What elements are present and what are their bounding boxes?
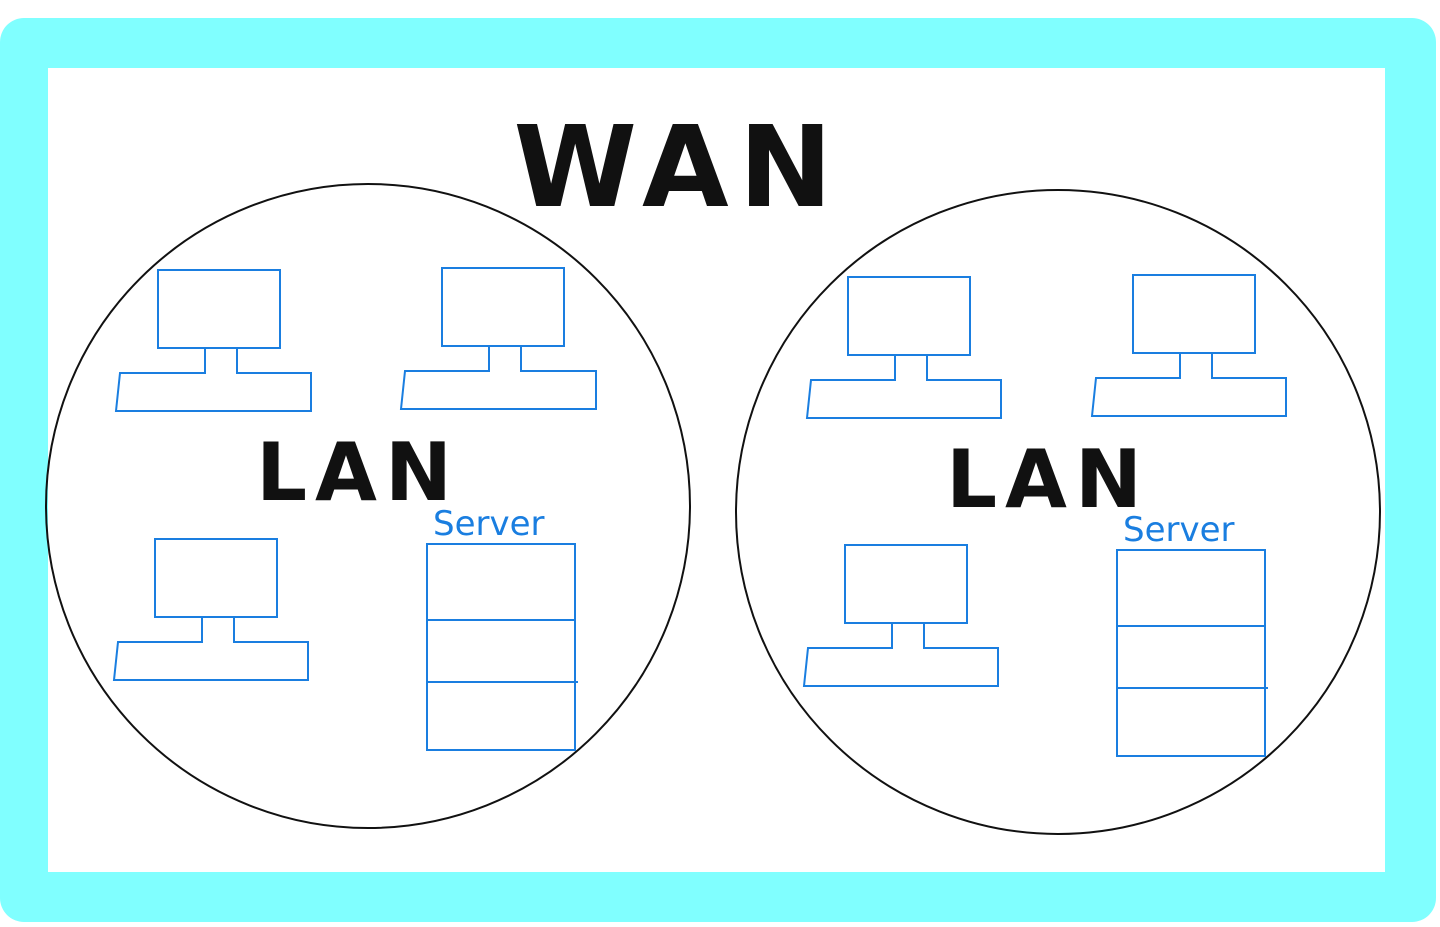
- wan-title: WAN: [514, 103, 843, 233]
- computer-icon: [805, 276, 1002, 419]
- lan-network-right: LAN Server: [735, 189, 1381, 835]
- inner-canvas: [48, 68, 1385, 872]
- computer-icon: [112, 538, 309, 681]
- lan-label: LAN: [946, 433, 1150, 526]
- server-label: Server: [433, 504, 545, 544]
- computer-icon: [399, 267, 597, 410]
- computer-icon: [802, 544, 999, 687]
- server-icon: [426, 543, 578, 751]
- lan-network-left: LAN Server: [45, 183, 691, 829]
- lan-boundary-circle: [735, 189, 1381, 835]
- server-label: Server: [1123, 510, 1235, 550]
- server-icon: [1116, 549, 1268, 757]
- computer-icon: [114, 269, 312, 412]
- lan-label: LAN: [256, 426, 460, 519]
- computer-icon: [1090, 274, 1287, 417]
- lan-boundary-circle: [45, 183, 691, 829]
